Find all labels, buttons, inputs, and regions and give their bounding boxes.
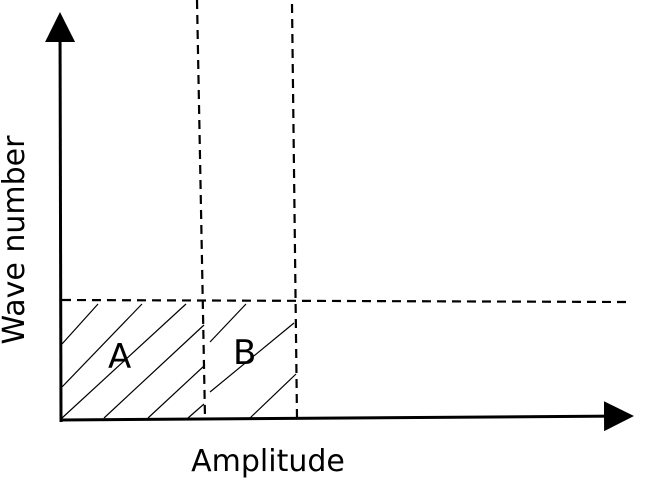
axes	[45, 12, 634, 432]
y-axis-label: Wave number	[0, 135, 32, 345]
region-a-label: A	[108, 337, 131, 377]
y-axis	[45, 12, 76, 423]
dashed-boundaries	[61, 0, 627, 419]
region-b-hatching	[209, 303, 297, 419]
region-a-hatching	[61, 303, 205, 419]
region-b-label: B	[233, 333, 256, 373]
vertical-dashed-line-1	[195, 0, 207, 419]
x-axis-label: Amplitude	[191, 444, 345, 478]
x-axis	[59, 401, 634, 432]
horizontal-dashed-line	[61, 298, 627, 304]
vertical-dashed-line-2	[290, 3, 299, 419]
